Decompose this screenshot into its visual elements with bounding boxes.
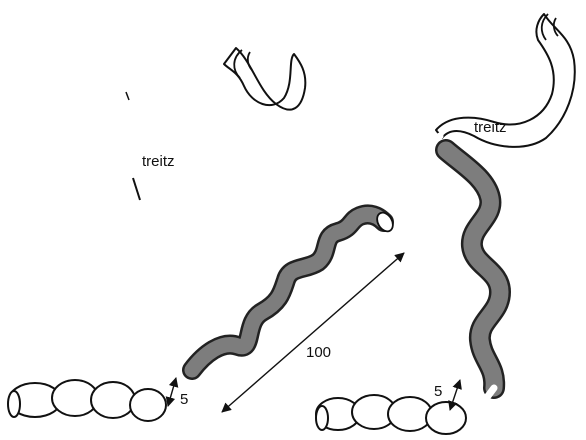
left-measure-5-label: 5 <box>180 391 188 408</box>
right-measure-5-label: 5 <box>434 383 442 400</box>
left-duodenum-jejunum <box>124 98 272 340</box>
right-colon <box>316 395 466 434</box>
right-treitz-label: treitz <box>474 119 507 136</box>
left-colon <box>8 380 166 421</box>
left-anatomy: treitz 100 5 <box>8 48 404 421</box>
left-treitz-tick <box>133 178 140 200</box>
stray-mark <box>126 92 129 100</box>
left-treitz-label: treitz <box>142 153 175 170</box>
left-measure-100-label: 100 <box>306 344 331 361</box>
